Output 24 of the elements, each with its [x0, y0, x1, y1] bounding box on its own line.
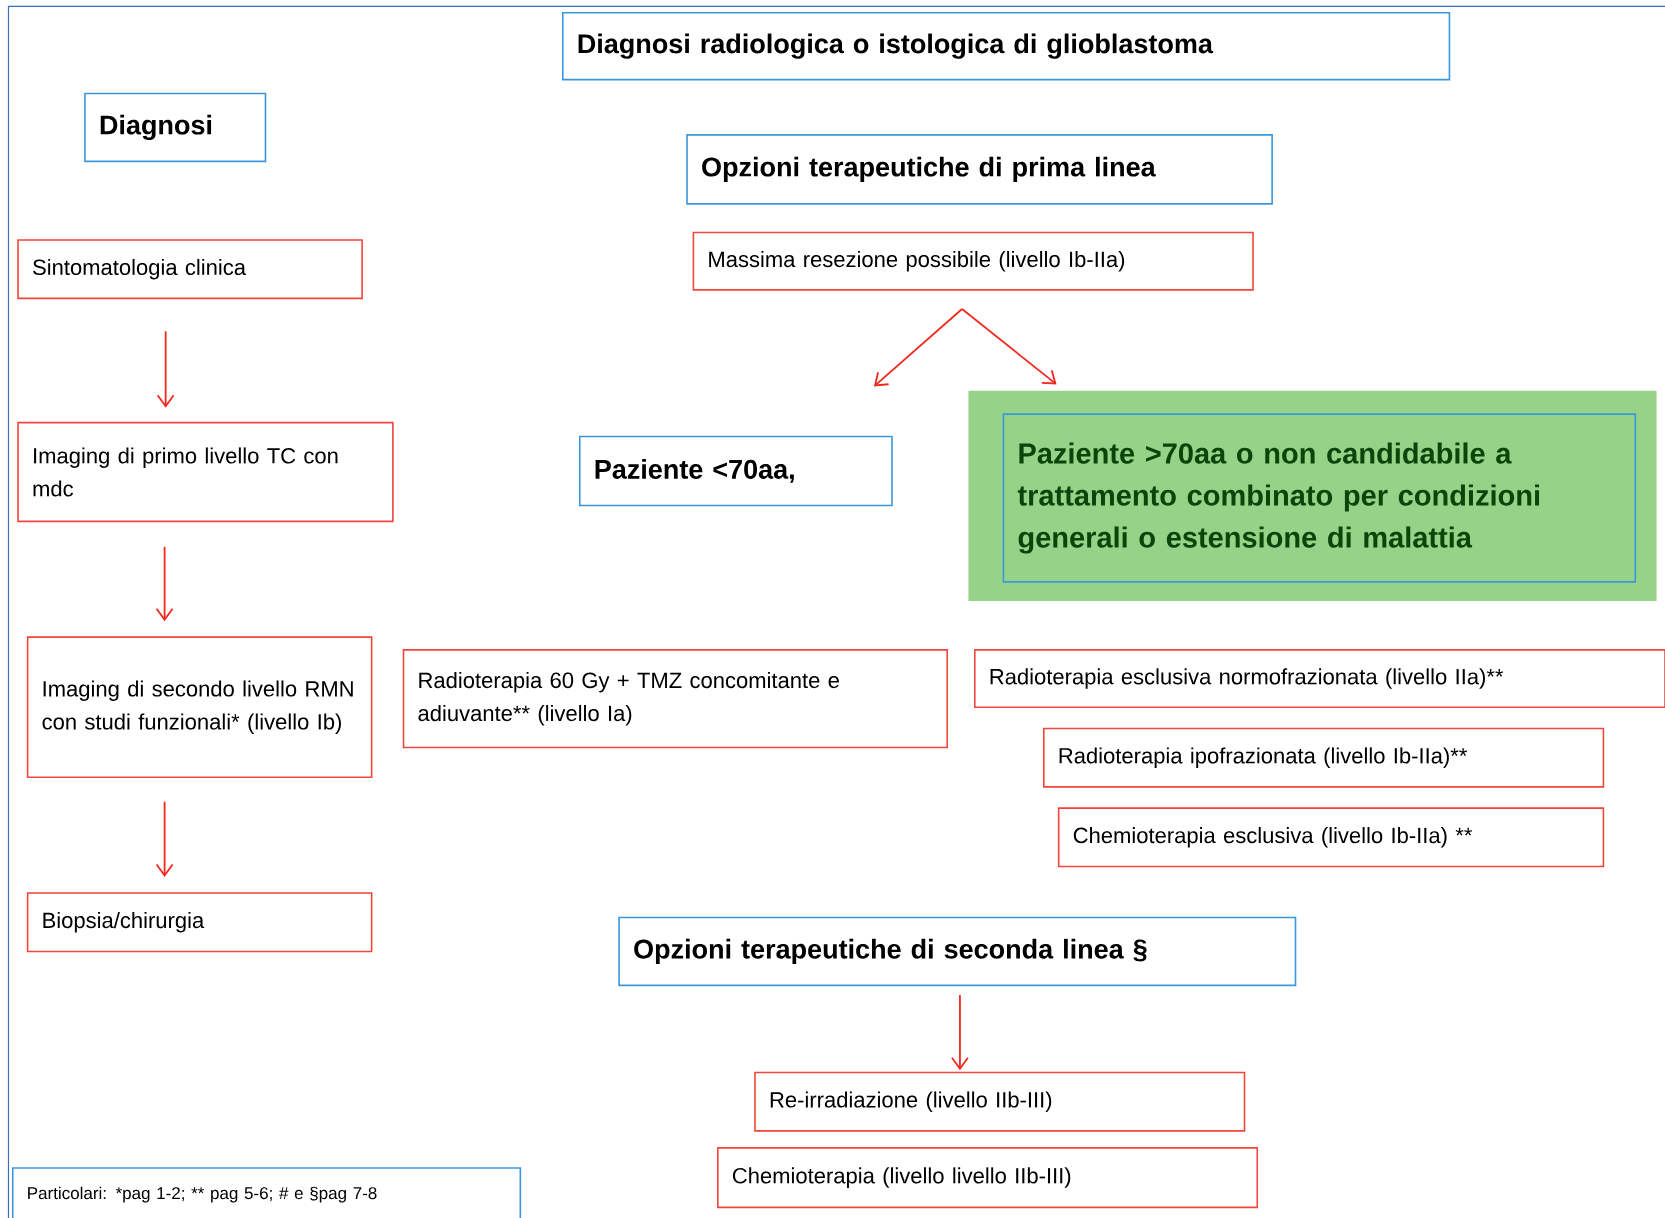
process-box: Biopsia/chirurgia: [26, 892, 373, 953]
heading-box: Diagnosi: [84, 92, 267, 163]
process-box: Imaging di primo livello TC con mdc: [17, 421, 394, 523]
process-box: Radioterapia esclusiva normofrazionata (livello IIa)**: [974, 649, 1665, 708]
arrow: [873, 308, 963, 387]
arrow: [961, 308, 1057, 385]
process-box: Radioterapia 60 Gy + TMZ concomitante e adiuvante** (livello Ia): [402, 649, 948, 749]
process-box: Chemioterapia (livello livello IIb-III): [717, 1147, 1259, 1209]
process-box: Chemioterapia esclusiva (livello Ib-IIa) **: [1057, 807, 1605, 868]
arrow: [156, 330, 175, 408]
heading-box: Opzioni terapeutiche di prima linea: [686, 134, 1273, 205]
arrow: [155, 545, 174, 622]
process-box: Imaging di secondo livello RMN con studi funzionali* (livello Ib): [26, 636, 373, 779]
arrow: [155, 800, 174, 878]
heading-box: Paziente <70aa,: [579, 435, 893, 507]
note-box: Particolari: *pag 1-2; ** pag 5-6; # e §pag 7-8: [11, 1167, 522, 1218]
highlight-box: Paziente >70aa o non candidabile a trattamento combinato per condizioni generali o estensione di malattia: [1002, 413, 1637, 583]
process-box: Radioterapia ipofrazionata (livello Ib-IIa)**: [1043, 727, 1605, 788]
process-box: Re-irradiazione (livello IIb-III): [754, 1071, 1246, 1132]
process-box: Sintomatologia clinica: [17, 239, 363, 300]
arrow: [951, 994, 969, 1071]
heading-box: Opzioni terapeutiche di seconda linea §: [618, 916, 1297, 987]
heading-box: Diagnosi radiologica o istologica di glioblastoma: [562, 11, 1451, 81]
process-box: Massima resezione possibile (livello Ib-IIa): [692, 231, 1254, 291]
